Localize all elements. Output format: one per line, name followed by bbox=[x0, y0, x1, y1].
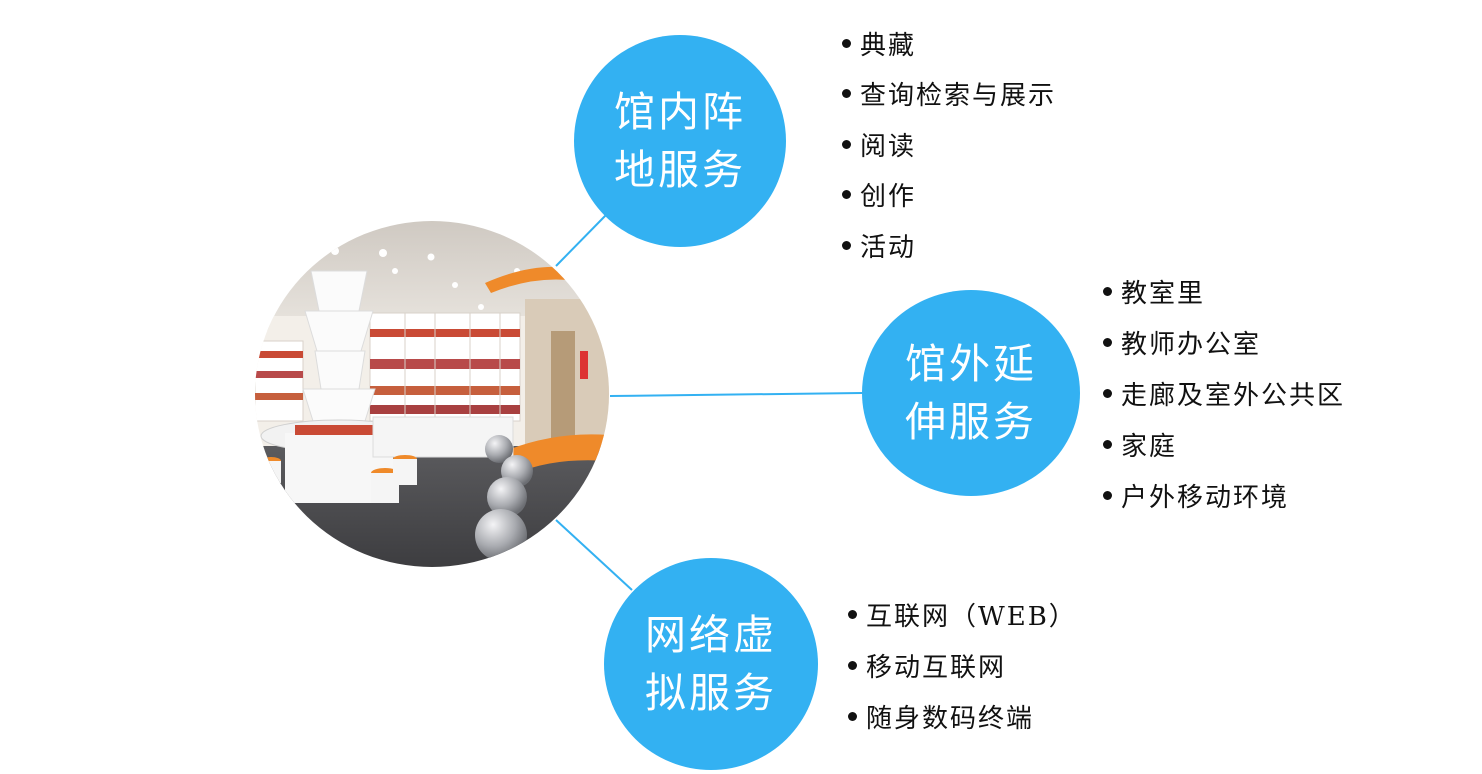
center-photo bbox=[255, 221, 609, 567]
bullet-icon bbox=[1103, 440, 1112, 449]
bullet-icon bbox=[848, 661, 857, 670]
bullet-icon bbox=[1103, 389, 1112, 398]
list-item-label: 户外移动环境 bbox=[1121, 483, 1290, 513]
bullet-icon bbox=[848, 610, 857, 619]
list-item: 教室里 bbox=[1103, 266, 1345, 317]
list-item: 阅读 bbox=[842, 119, 1056, 170]
node-title: 馆外延 伸服务 bbox=[862, 335, 1080, 451]
node-title-line2: 伸服务 bbox=[905, 398, 1037, 446]
bullet-icon bbox=[1103, 491, 1112, 500]
node-item-list-outreach: 教室里 教师办公室 走廊及室外公共区 家庭 户外移动环境 bbox=[1103, 266, 1345, 521]
list-item: 创作 bbox=[842, 170, 1056, 221]
list-item: 家庭 bbox=[1103, 419, 1345, 470]
node-bubble-outreach: 馆外延 伸服务 bbox=[862, 290, 1080, 496]
bullet-icon bbox=[842, 89, 851, 99]
list-item: 教师办公室 bbox=[1103, 317, 1345, 368]
node-bubble-virtual: 网络虚 拟服务 bbox=[604, 558, 818, 770]
list-item-label: 阅读 bbox=[860, 131, 917, 162]
connector-line-middle bbox=[609, 392, 863, 397]
node-title-line1: 馆外延 bbox=[905, 340, 1037, 388]
node-title: 网络虚 拟服务 bbox=[604, 606, 818, 722]
node-title-line1: 馆内阵 bbox=[614, 88, 746, 136]
list-item: 移动互联网 bbox=[848, 640, 1077, 691]
list-item: 查询检索与展示 bbox=[842, 69, 1056, 120]
list-item-label: 家庭 bbox=[1121, 432, 1178, 462]
list-item-label: 教室里 bbox=[1121, 279, 1206, 309]
list-item-label: 随身数码终端 bbox=[866, 704, 1035, 734]
bullet-icon bbox=[1103, 287, 1112, 296]
node-title: 馆内阵 地服务 bbox=[574, 83, 786, 199]
list-item: 户外移动环境 bbox=[1103, 470, 1345, 521]
list-item-label: 走廊及室外公共区 bbox=[1121, 381, 1346, 411]
list-item: 随身数码终端 bbox=[848, 691, 1077, 742]
node-title-line2: 地服务 bbox=[614, 146, 746, 194]
node-bubble-in-library: 馆内阵 地服务 bbox=[574, 35, 786, 247]
list-item-label: 典藏 bbox=[860, 30, 917, 61]
bullet-icon bbox=[842, 240, 851, 250]
list-item: 活动 bbox=[842, 220, 1056, 271]
node-item-list-virtual: 互联网（WEB） 移动互联网 随身数码终端 bbox=[848, 589, 1077, 742]
bullet-icon bbox=[842, 38, 851, 48]
list-item-label: 教师办公室 bbox=[1121, 330, 1262, 360]
connector-line-bottom bbox=[555, 519, 633, 591]
list-item-label: 互联网（WEB） bbox=[866, 602, 1077, 632]
library-interior-image bbox=[255, 221, 609, 567]
list-item-label: 创作 bbox=[860, 182, 917, 213]
bullet-icon bbox=[842, 139, 851, 149]
list-item: 走廊及室外公共区 bbox=[1103, 368, 1345, 419]
node-title-line1: 网络虚 bbox=[645, 611, 777, 659]
list-item-label: 移动互联网 bbox=[866, 653, 1007, 683]
bullet-icon bbox=[842, 190, 851, 200]
connector-line-top bbox=[555, 214, 607, 267]
bullet-icon bbox=[848, 712, 857, 721]
list-item-label: 查询检索与展示 bbox=[860, 81, 1057, 112]
node-title-line2: 拟服务 bbox=[645, 669, 777, 717]
list-item: 典藏 bbox=[842, 18, 1056, 69]
list-item-label: 活动 bbox=[860, 232, 917, 263]
node-item-list-in-library: 典藏 查询检索与展示 阅读 创作 活动 bbox=[842, 18, 1056, 271]
list-item: 互联网（WEB） bbox=[848, 589, 1077, 640]
bullet-icon bbox=[1103, 338, 1112, 347]
